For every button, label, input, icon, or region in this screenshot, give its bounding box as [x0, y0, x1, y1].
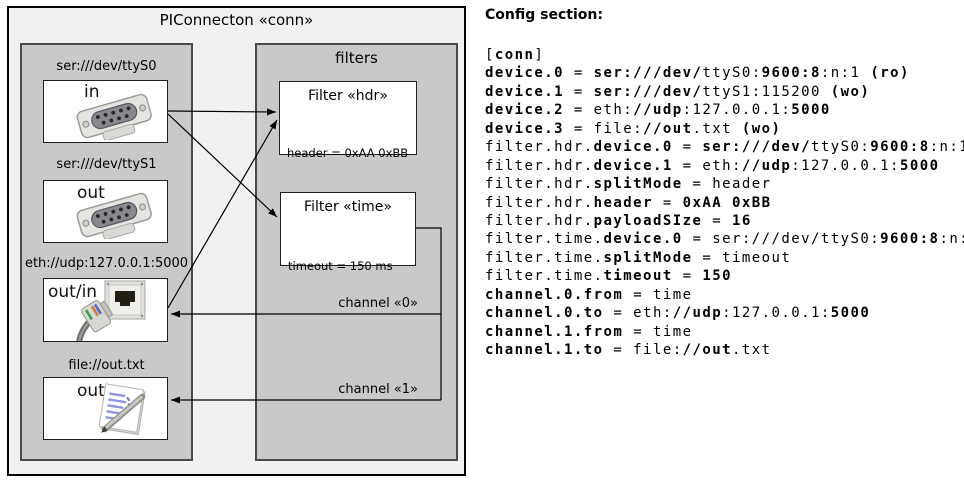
filter-time-box: Filter «time» timeout = 150 ms — [280, 192, 416, 273]
config-section-heading: Config section: — [485, 7, 603, 23]
device-direction: out/in — [48, 282, 98, 302]
device-label-file: file://out.txt — [68, 358, 145, 373]
config-line: filter.time.device.0 = ser:///dev/ttyS0:… — [485, 231, 964, 248]
filters-group-title: filters — [335, 49, 378, 67]
diagram-title: PIConnecton «conn» — [159, 11, 314, 29]
device-label-ttys1: ser:///dev/ttyS1 — [56, 157, 157, 172]
filter-property: header = 0xAA 0xBB — [287, 146, 409, 160]
config-line: channel.0.to = eth://udp:127.0.0.1:5000 — [485, 305, 871, 322]
device-box-eth: out/in — [43, 278, 168, 342]
config-line: [conn] — [485, 47, 545, 63]
config-line: device.0 = ser:///dev/ttyS0:9600:8:n:1 (… — [485, 65, 910, 82]
filter-hdr-box: Filter «hdr» header = 0xAA 0xBB payloadS… — [279, 81, 417, 208]
device-box-file: out — [43, 377, 168, 440]
config-line: device.2 = eth://udp:127.0.0.1:5000 — [485, 102, 831, 119]
config-line: filter.hdr.payloadSIze = 16 — [485, 212, 752, 229]
notepad-icon — [98, 383, 146, 436]
channel-0-label: channel «0» — [338, 296, 418, 311]
filter-time-title: Filter «time» — [304, 199, 392, 215]
device-direction: out — [77, 381, 105, 401]
channel-1-label: channel «1» — [338, 382, 418, 397]
device-direction: in — [84, 82, 100, 102]
config-line: channel.1.from = time — [485, 323, 693, 340]
filter-time-properties: timeout = 150 ms — [288, 226, 393, 306]
serial-connector-icon — [76, 93, 152, 140]
config-line: filter.hdr.header = 0xAA 0xBB — [485, 194, 772, 211]
config-listing: [conn] device.0 = ser:///dev/ttyS0:9600:8… — [485, 46, 964, 359]
serial-connector-icon — [76, 192, 152, 239]
filter-property: timeout = 150 ms — [288, 259, 393, 273]
config-line: channel.0.from = time — [485, 286, 693, 303]
ethernet-jack-icon — [104, 280, 146, 320]
config-line: filter.hdr.splitMode = header — [485, 176, 772, 193]
device-box-ttys0: in — [43, 80, 168, 143]
config-line: device.1 = ser:///dev/ttyS1:115200 (wo) — [485, 83, 871, 100]
filter-hdr-title: Filter «hdr» — [308, 88, 388, 104]
config-line: device.3 = file://out.txt (wo) — [485, 120, 782, 137]
config-line: channel.1.to = file://out.txt — [485, 342, 772, 358]
config-line: filter.hdr.device.0 = ser:///dev/ttyS0:9… — [485, 139, 964, 156]
config-line: filter.time.splitMode = timeout — [485, 249, 792, 266]
device-label-ttys0: ser:///dev/ttyS0 — [56, 59, 157, 74]
config-line: filter.hdr.device.1 = eth://udp:127.0.0.… — [485, 157, 940, 174]
ethernet-cable-icon — [75, 300, 113, 341]
config-line: filter.time.timeout = 150 — [485, 268, 732, 285]
device-direction: out — [77, 183, 105, 203]
device-label-eth: eth://udp:127.0.0.1:5000 — [24, 256, 189, 271]
device-box-ttys1: out — [43, 180, 168, 243]
